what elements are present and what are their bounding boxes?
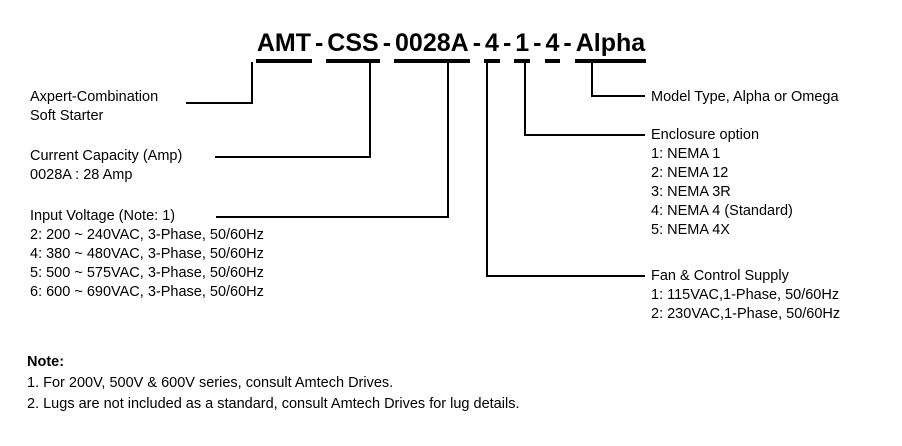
leader-enclosure-option bbox=[523, 62, 645, 137]
part-dash-4: - bbox=[502, 29, 512, 57]
part-dash-2: - bbox=[382, 29, 392, 57]
notes-title: Note: bbox=[27, 354, 65, 370]
callout-input-voltage-line-2: 4: 380 ~ 480VAC, 3-Phase, 50/60Hz bbox=[30, 246, 264, 262]
part-dash-1: - bbox=[314, 29, 324, 57]
notes-item-1: 2. Lugs are not included as a standard, … bbox=[27, 396, 520, 412]
callout-fan-control-supply-line-2: 2: 230VAC,1-Phase, 50/60Hz bbox=[651, 306, 841, 322]
part-dash-6: - bbox=[563, 29, 572, 57]
callout-enclosure-option-line-2: 2: NEMA 12 bbox=[651, 165, 729, 181]
callout-enclosure-option-line-1: 1: NEMA 1 bbox=[651, 146, 721, 162]
notes-item-0: 1. For 200V, 500V & 600V series, consult… bbox=[27, 375, 394, 391]
leader-current-capacity bbox=[215, 62, 372, 159]
callout-input-voltage: Input Voltage (Note: 1) 2: 200 ~ 240VAC,… bbox=[30, 207, 264, 302]
part-segment-current-capacity: 0028A bbox=[394, 29, 470, 63]
callout-input-voltage-line-3: 5: 500 ~ 575VAC, 3-Phase, 50/60Hz bbox=[30, 265, 264, 281]
callout-enclosure-option-line-5: 5: NEMA 4X bbox=[651, 222, 730, 238]
leader-input-voltage bbox=[216, 62, 450, 219]
part-segment-fan-control-supply: 1 bbox=[514, 29, 531, 63]
leader-fan-control-supply bbox=[485, 62, 645, 278]
callout-series-line-0: Axpert-Combination bbox=[30, 89, 159, 105]
callout-model-type: Model Type, Alpha or Omega bbox=[651, 88, 839, 107]
callout-model-type-line-0: Model Type, Alpha or Omega bbox=[651, 89, 839, 105]
callout-input-voltage-line-1: 2: 200 ~ 240VAC, 3-Phase, 50/60Hz bbox=[30, 227, 264, 243]
part-dash-3: - bbox=[472, 29, 482, 57]
callout-enclosure-option: Enclosure option 1: NEMA 1 2: NEMA 12 3:… bbox=[651, 126, 793, 240]
callout-fan-control-supply-line-0: Fan & Control Supply bbox=[651, 268, 789, 284]
callout-current-capacity-line-1: 0028A : 28 Amp bbox=[30, 167, 133, 183]
callout-fan-control-supply-line-1: 1: 115VAC,1-Phase, 50/60Hz bbox=[651, 287, 840, 303]
part-segment-series-prefix: AMT bbox=[255, 29, 312, 63]
part-segment-input-voltage: 4 bbox=[484, 29, 500, 63]
leader-series bbox=[186, 62, 254, 105]
part-dash-5: - bbox=[533, 29, 542, 57]
part-segment-enclosure-option: 4 bbox=[544, 29, 561, 63]
part-segment-model-type: Alpha bbox=[574, 29, 647, 63]
callout-input-voltage-line-0: Input Voltage (Note: 1) bbox=[30, 208, 176, 224]
callout-fan-control-supply: Fan & Control Supply 1: 115VAC,1-Phase, … bbox=[651, 267, 840, 324]
callout-current-capacity-line-0: Current Capacity (Amp) bbox=[30, 148, 183, 164]
notes-section: Note: 1. For 200V, 500V & 600V series, c… bbox=[27, 352, 519, 415]
callout-current-capacity: Current Capacity (Amp) 0028A : 28 Amp bbox=[30, 147, 182, 185]
leader-model-type bbox=[590, 62, 645, 98]
callout-series-line-1: Soft Starter bbox=[30, 108, 104, 124]
part-number-string: AMT-CSS-0028A-4-1-4-Alpha bbox=[0, 28, 902, 63]
callout-series: Axpert-Combination Soft Starter bbox=[30, 88, 158, 126]
part-segment-series-type: CSS bbox=[326, 29, 380, 63]
callout-input-voltage-line-4: 6: 600 ~ 690VAC, 3-Phase, 50/60Hz bbox=[30, 284, 264, 300]
callout-enclosure-option-line-4: 4: NEMA 4 (Standard) bbox=[651, 203, 793, 219]
callout-enclosure-option-line-0: Enclosure option bbox=[651, 127, 760, 143]
callout-enclosure-option-line-3: 3: NEMA 3R bbox=[651, 184, 731, 200]
